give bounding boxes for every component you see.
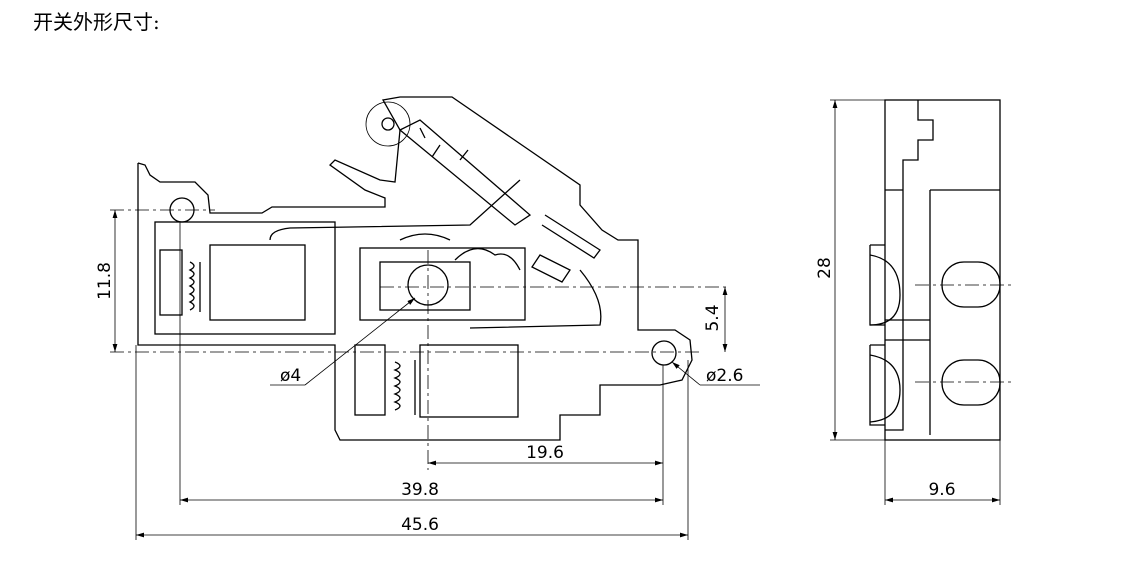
dim-9-6: 9.6 (928, 480, 955, 500)
center-mechanism (359, 247, 526, 321)
upper-terminal-block (209, 244, 306, 321)
lower-spring (393, 360, 416, 415)
side-slot-upper (941, 261, 1001, 308)
upper-cavity (154, 221, 336, 335)
contact-arm (531, 214, 601, 283)
page-title: 开关外形尺寸: (33, 10, 160, 34)
side-details (869, 100, 1000, 435)
side-slot-lower (941, 359, 1001, 406)
spring-lever (398, 119, 532, 226)
upper-screw-head (159, 249, 183, 316)
dim-45-6: 45.6 (401, 515, 439, 535)
dimensions: 11.8 5.4 ø4 ø2.6 19.6 39.8 45.6 (95, 210, 760, 540)
dim-11-8: 11.8 (95, 262, 115, 300)
side-arcs (869, 254, 901, 423)
dim-39-8: 39.8 (401, 480, 439, 500)
dim-hole-2-6: ø2.6 (706, 366, 743, 386)
side-view: 28 9.6 (815, 99, 1015, 505)
dim-28: 28 (815, 257, 835, 279)
lower-screw-head (354, 344, 386, 416)
front-view (110, 96, 730, 470)
pivot-circle (365, 101, 411, 147)
side-outline (884, 99, 1001, 441)
lower-terminal-block (419, 344, 519, 418)
dim-5-4: 5.4 (703, 304, 723, 331)
cam-contour (399, 233, 521, 271)
conductor-strip (269, 179, 602, 329)
body-outline (137, 96, 693, 441)
pivot-pin (381, 117, 395, 131)
upper-spring (188, 261, 201, 312)
center-slot (379, 261, 471, 311)
hole-2-6mm (651, 340, 677, 366)
dim-hole-4: ø4 (280, 366, 301, 386)
dim-19-6: 19.6 (526, 443, 564, 463)
